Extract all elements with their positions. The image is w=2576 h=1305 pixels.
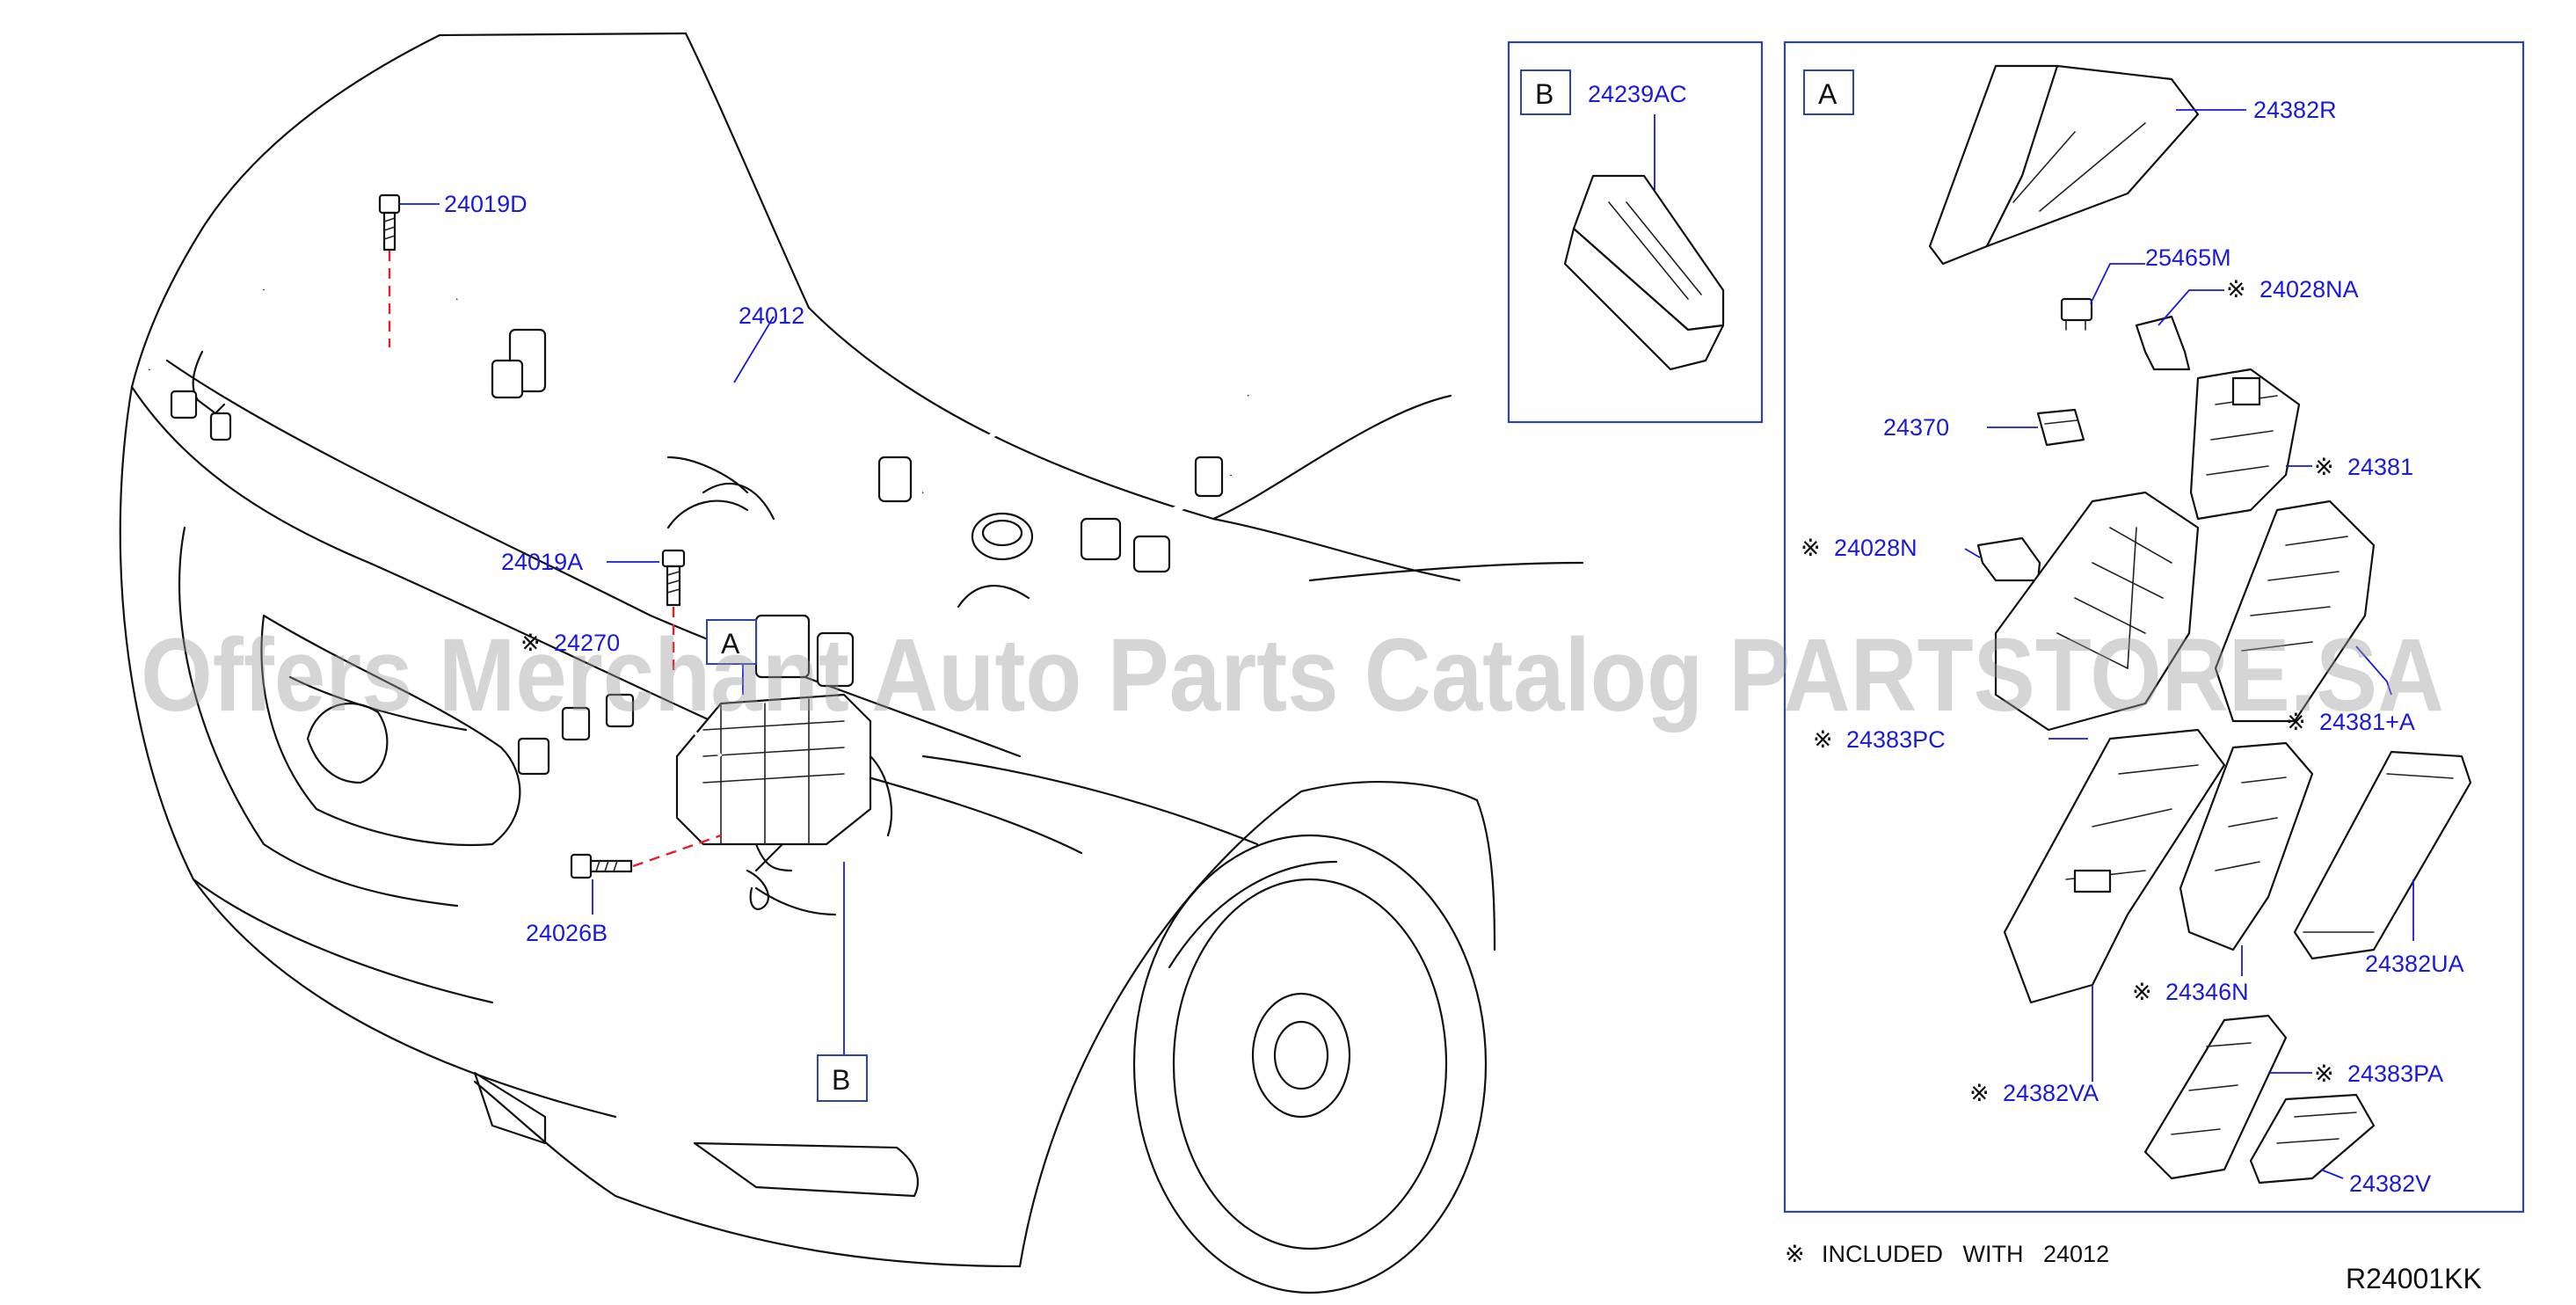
bolt-24026B	[570, 853, 633, 879]
part-24370-drawing	[2036, 408, 2085, 447]
svg-text:※: ※	[2314, 454, 2334, 480]
part-25465M-drawing	[2060, 297, 2093, 331]
view-ref-a[interactable]: A	[706, 619, 757, 665]
callout-24383PC[interactable]: ※ 24383PC	[1813, 726, 1946, 753]
callout-24239AC[interactable]: 24239AC	[1588, 81, 1687, 107]
callout-24028N[interactable]: ※ 24028N	[1801, 535, 1917, 561]
svg-text:24019D: 24019D	[444, 191, 528, 217]
svg-text:24383PC: 24383PC	[1846, 726, 1946, 753]
svg-text:24239AC: 24239AC	[1588, 81, 1687, 107]
callout-24381A[interactable]: ※ 24381+A	[2286, 709, 2415, 735]
svg-text:24028N: 24028N	[1834, 535, 1917, 561]
svg-text:25465M: 25465M	[2145, 244, 2231, 271]
svg-text:A: A	[721, 628, 740, 660]
part-24382R-drawing	[1928, 64, 2200, 266]
view-panel-b: B 24239AC	[1507, 40, 1764, 424]
watermark: Offers Merchant Auto Parts Catalog PARTS…	[141, 617, 2444, 733]
callout-24382V[interactable]: 24382V	[2349, 1170, 2431, 1197]
svg-text:※: ※	[1801, 535, 1821, 561]
part-24381A-drawing	[2214, 499, 2376, 723]
svg-text:24382VA: 24382VA	[2003, 1080, 2099, 1106]
svg-text:INCLUDED WITH 24012: INCLUDED WITH 24012	[1822, 1241, 2109, 1267]
svg-text:※: ※	[1969, 1080, 1990, 1106]
callout-24026B[interactable]: 24026B	[526, 920, 608, 946]
svg-text:※: ※	[1785, 1241, 1805, 1267]
svg-text:※: ※	[1813, 726, 1833, 753]
callout-24028NA[interactable]: ※ 24028NA	[2226, 276, 2359, 303]
bolt-24026B-path	[632, 834, 722, 868]
bolt-24019D	[378, 193, 401, 252]
diagram-code: R24001KK	[2346, 1263, 2482, 1294]
callout-24381[interactable]: ※ 24381	[2314, 454, 2413, 480]
svg-text:24346N: 24346N	[2165, 979, 2249, 1005]
callout-24382UA[interactable]: 24382UA	[2365, 951, 2464, 977]
view-ref-b[interactable]: B	[817, 1054, 868, 1102]
callout-24270[interactable]: ※ 24270	[520, 630, 620, 656]
callout-24382R[interactable]: 24382R	[2253, 97, 2337, 123]
part-24383PC-drawing	[1994, 491, 2200, 732]
svg-text:A: A	[1818, 78, 1837, 110]
svg-text:※: ※	[2314, 1061, 2334, 1087]
svg-text:24381: 24381	[2347, 454, 2413, 480]
part-24346N-drawing	[2179, 741, 2314, 951]
main-harness-drawing	[147, 267, 1263, 916]
svg-text:※: ※	[2226, 276, 2246, 303]
part-24382V-drawing	[2249, 1093, 2376, 1185]
callout-24019D[interactable]: 24019D	[444, 191, 528, 217]
svg-text:24270: 24270	[554, 630, 620, 656]
svg-text:24382V: 24382V	[2349, 1170, 2431, 1197]
callout-24012[interactable]: 24012	[739, 303, 804, 329]
view-panel-a: A	[1783, 40, 2525, 1214]
svg-text:※: ※	[2286, 709, 2306, 735]
bolt-24019A	[661, 549, 686, 607]
part-24028N-drawing	[1976, 536, 2041, 582]
svg-text:B: B	[1535, 78, 1554, 110]
part-24381-drawing	[2189, 368, 2301, 521]
svg-text:※: ※	[520, 630, 541, 656]
svg-text:24026B: 24026B	[526, 920, 608, 946]
legend-note: ※ INCLUDED WITH 24012	[1785, 1241, 2109, 1267]
callout-24370[interactable]: 24370	[1883, 414, 1949, 441]
callout-25465M[interactable]: 25465M	[2145, 244, 2231, 271]
callout-24019A[interactable]: 24019A	[501, 549, 583, 575]
svg-text:24019A: 24019A	[501, 549, 583, 575]
part-24382VA-drawing	[2003, 728, 2226, 1004]
vehicle-outline	[119, 32, 1584, 1294]
svg-text:24028NA: 24028NA	[2259, 276, 2359, 303]
part-24028NA-drawing	[2135, 315, 2191, 371]
svg-text:24383PA: 24383PA	[2347, 1061, 2443, 1087]
svg-text:24382R: 24382R	[2253, 97, 2337, 123]
svg-text:B: B	[832, 1064, 850, 1096]
svg-text:24012: 24012	[739, 303, 804, 329]
part-24383PA-drawing	[2143, 1014, 2288, 1180]
callout-24382VA[interactable]: ※ 24382VA	[1969, 1080, 2099, 1106]
callout-24346N[interactable]: ※ 24346N	[2132, 979, 2249, 1005]
svg-text:24381+A: 24381+A	[2319, 709, 2415, 735]
svg-text:24382UA: 24382UA	[2365, 951, 2464, 977]
callout-24383PA[interactable]: ※ 24383PA	[2314, 1061, 2443, 1087]
svg-text:24370: 24370	[1883, 414, 1949, 441]
part-24382UA-drawing	[2293, 750, 2472, 960]
svg-text:※: ※	[2132, 979, 2152, 1005]
